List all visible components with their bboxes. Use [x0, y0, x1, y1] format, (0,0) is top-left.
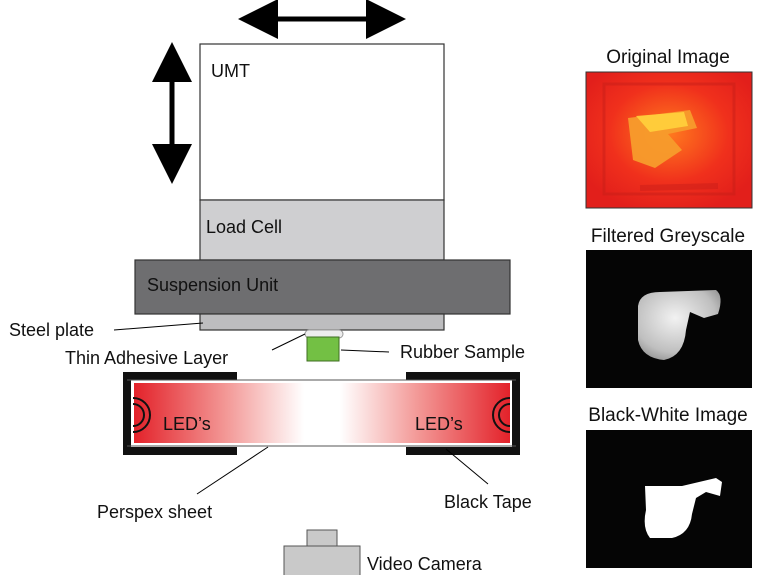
perspex-sheet-leader: [196, 446, 269, 495]
original-image-panel: [585, 71, 753, 209]
filtered-greyscale-title: Filtered Greyscale: [591, 226, 745, 247]
led-lamp-right: [492, 397, 511, 433]
filtered-greyscale-panel: [586, 250, 752, 388]
steel-plate-leader: [113, 322, 204, 331]
led-glow-left: [134, 383, 304, 443]
camera-lens: [306, 529, 338, 547]
leds-left-label: LED’s: [163, 414, 211, 434]
steel-plate: [199, 313, 445, 331]
umt-box: [199, 43, 445, 201]
video-camera-body: [283, 545, 361, 575]
umt-label: UMT: [211, 61, 250, 81]
rubber-sample-leader: [340, 349, 390, 353]
adhesive-leader: [271, 333, 306, 351]
black-tape-label: Black Tape: [444, 492, 532, 512]
load-cell-label: Load Cell: [206, 217, 282, 237]
rubber-sample-label: Rubber Sample: [400, 342, 525, 362]
leds-right-label: LED’s: [415, 414, 463, 434]
suspension-unit-box: [134, 259, 511, 315]
steel-plate-label: Steel plate: [9, 320, 94, 340]
rubber-sample: [306, 336, 340, 362]
led-lamp-left: [132, 397, 151, 433]
black-white-image-title: Black-White Image: [588, 405, 747, 426]
perspex-sheet-label: Perspex sheet: [97, 502, 212, 522]
black-tape-left: [123, 372, 237, 455]
black-tape-right: [406, 372, 520, 455]
thin-adhesive-layer-label: Thin Adhesive Layer: [65, 348, 228, 368]
original-image-title: Original Image: [606, 47, 730, 68]
black-white-image-panel: [586, 430, 752, 568]
load-cell-box: [199, 199, 445, 261]
suspension-unit-label: Suspension Unit: [147, 275, 278, 295]
black-tape-leader: [445, 448, 489, 485]
led-glow-right: [340, 383, 510, 443]
video-camera-label: Video Camera: [367, 554, 483, 574]
